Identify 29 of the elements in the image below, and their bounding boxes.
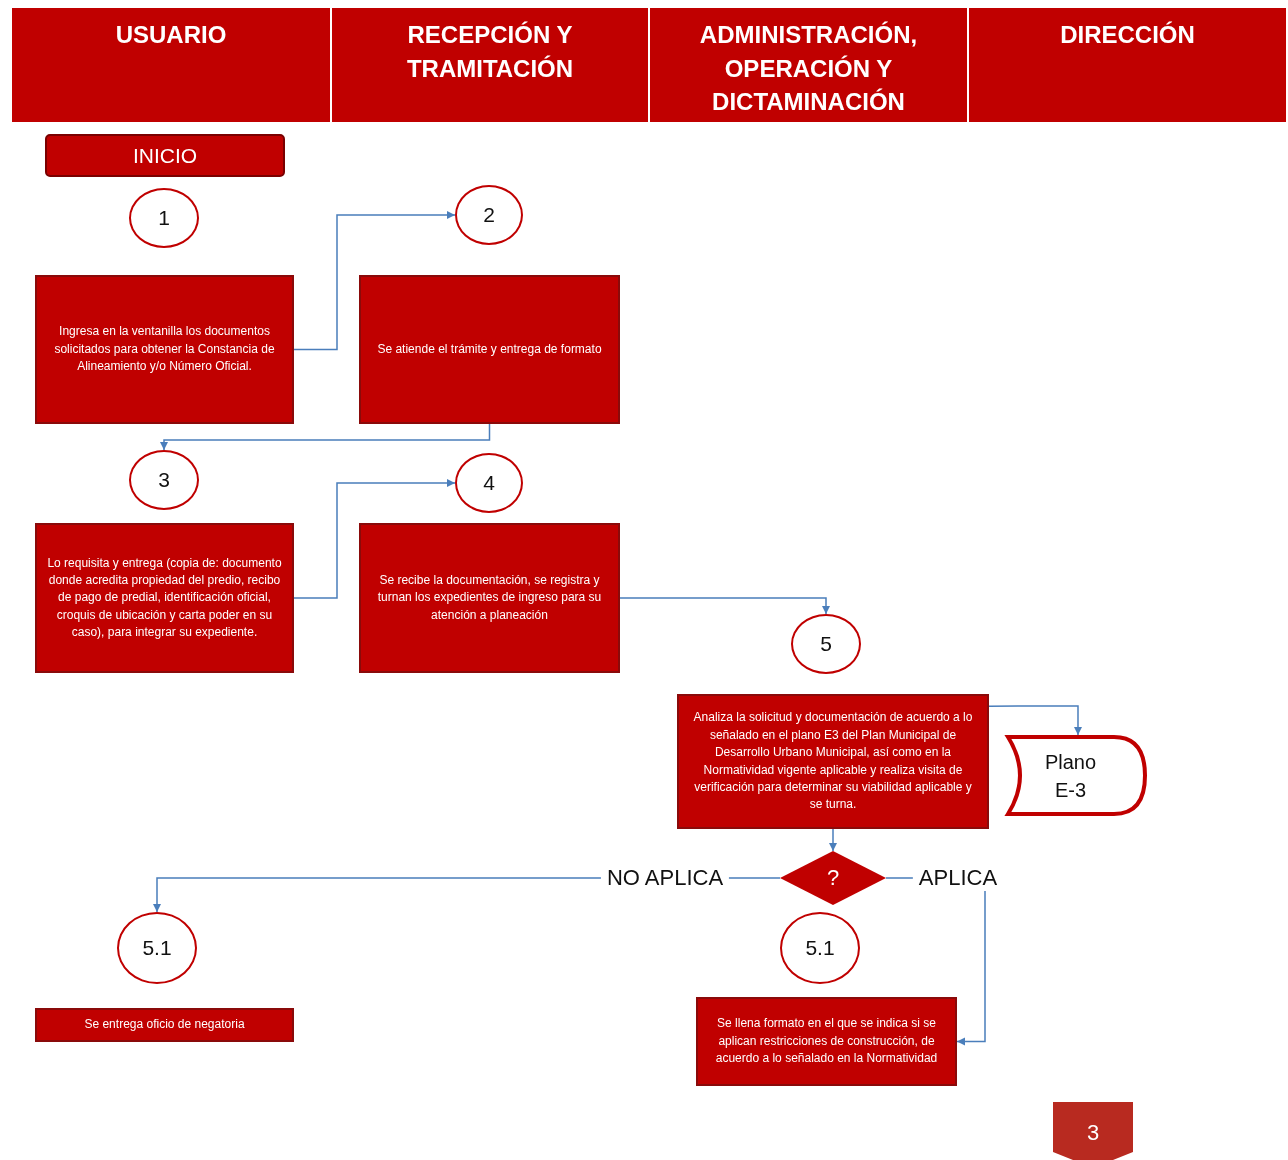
process-box: Ingresa en la ventanilla los documentos solicitados para obtener la Constancia de Alineamiento y/o Número Oficial.: [35, 275, 294, 424]
lane-header: DIRECCIÓN: [969, 8, 1286, 122]
arrow: [160, 423, 491, 451]
arrow: [293, 479, 456, 599]
arrow: [829, 828, 837, 852]
storage-label: Plano E-3: [1043, 749, 1098, 803]
arrow: [988, 705, 1082, 736]
lane-header: USUARIO: [12, 8, 330, 122]
process-box: Se atiende el trámite y entrega de formato: [359, 275, 620, 424]
decision-diamond: [780, 851, 886, 905]
start-box: INICIO: [45, 134, 285, 177]
step-circle: 1: [129, 188, 199, 248]
step-circle: 5.1: [117, 912, 197, 984]
step-circle: 2: [455, 185, 523, 245]
lane-header: ADMINISTRACIÓN, OPERACIÓN Y DICTAMINACIÓN: [650, 8, 967, 122]
arrow: [619, 597, 830, 615]
step-circle: 4: [455, 453, 523, 513]
step-circle: 5: [791, 614, 861, 674]
process-box: Se entrega oficio de negatoria: [35, 1008, 294, 1042]
process-box: Se llena formato en el que se indica si se aplican restricciones de construcción, de acuerdo a lo señalado en la Normatividad: [696, 997, 957, 1086]
step-circle: 5.1: [780, 912, 860, 984]
decision-label: ?: [826, 865, 840, 891]
process-box: Lo requisita y entrega (copia de: documento donde acredita propiedad del predio, recibo de pago de predial, identificación oficial, croquis de ubicación y carta poder en su caso), para integrar su expediente.: [35, 523, 294, 673]
step-circle: 3: [129, 450, 199, 510]
arrow: [293, 211, 456, 351]
page-number: 3: [1086, 1120, 1100, 1146]
process-box: Analiza la solicitud y documentación de acuerdo a lo señalado en el plano E3 del Plan Municipal de Desarrollo Urbano Municipal, así como en la Normatividad vigente aplicable y realiza visita de verificación para determinar su viabilidad aplicable y se turna.: [677, 694, 989, 829]
lane-header: RECEPCIÓN Y TRAMITACIÓN: [332, 8, 648, 122]
process-box: Se recibe la documentación, se registra y turnan los expedientes de ingreso para su atención a planeación: [359, 523, 620, 673]
